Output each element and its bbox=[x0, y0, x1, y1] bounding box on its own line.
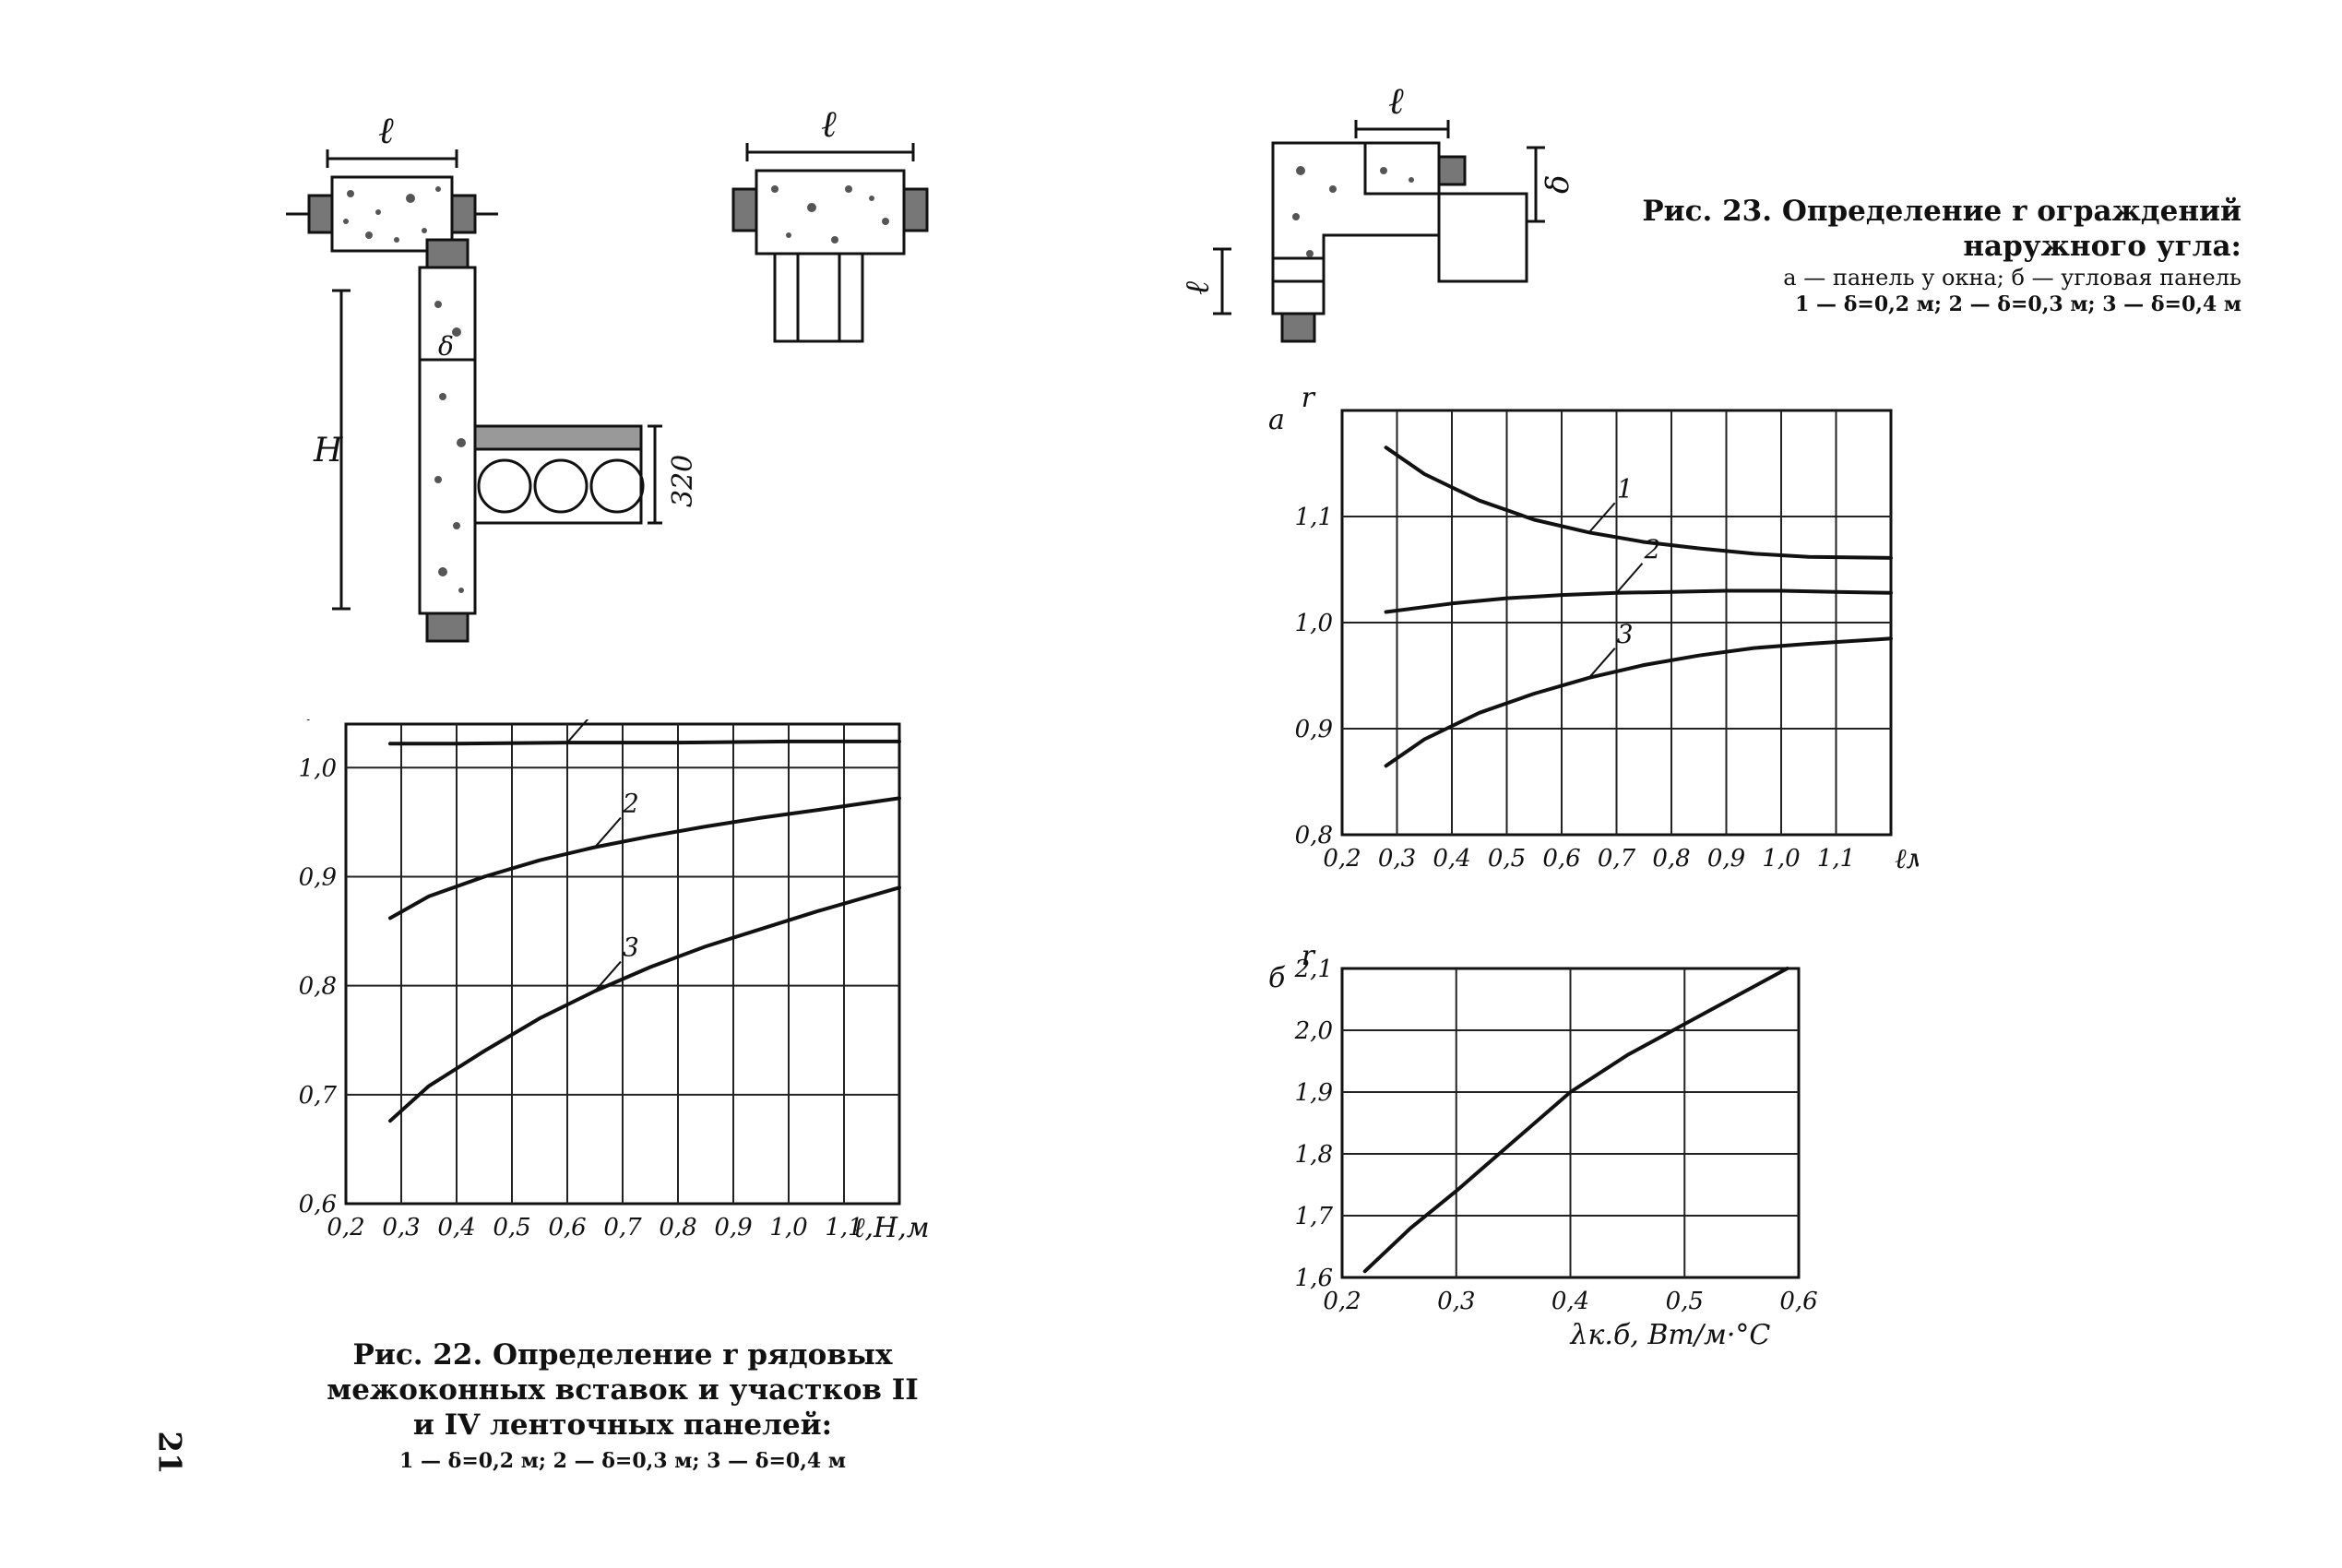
fig23b-y-tick-label: 1,6 bbox=[1295, 1265, 1333, 1292]
window-panel-drawing bbox=[731, 143, 929, 343]
fig23b-y-axis-label: r bbox=[1302, 945, 1316, 972]
fig22-leader-1 bbox=[566, 719, 589, 743]
fig23a-y-tick-label: 0,9 bbox=[1295, 716, 1333, 743]
fig23a-x-tick-label: 1,1 bbox=[1817, 845, 1855, 873]
fig22-series-2 bbox=[388, 796, 901, 921]
fig22-x-tick-label: 0,6 bbox=[548, 1214, 586, 1241]
fig22-y-axis-label: r bbox=[305, 719, 320, 728]
fig23-drawing: ℓ ℓ δ bbox=[1179, 88, 1576, 343]
fig23b-y-tick-label: 2,0 bbox=[1294, 1017, 1333, 1045]
fig23b-x-tick-label: 0,6 bbox=[1779, 1288, 1817, 1315]
fig23a-x-tick-label: 0,6 bbox=[1542, 845, 1580, 873]
fig23a-curve-label-1: 1 bbox=[1617, 473, 1634, 504]
slab-height-label: 320 bbox=[667, 455, 699, 507]
fig23a-leader-1 bbox=[1587, 502, 1616, 533]
fig23-length-label-side: ℓ bbox=[1179, 281, 1217, 295]
fig23a-chart: 0,2 0,3 0,4 0,5 0,6 0,7 0,8 0,9 1,0 1,1 0,8 0,9 1,0 1… bbox=[1268, 392, 1919, 875]
fig23b-y-tick-label: 2,1 bbox=[1294, 956, 1333, 983]
fig23a-leader-2 bbox=[1615, 563, 1644, 594]
fig23a-panel-label: а bbox=[1268, 404, 1285, 436]
fig22-x-tick-label: 0,3 bbox=[382, 1214, 420, 1241]
fig23b-y-tick-label: 1,8 bbox=[1295, 1141, 1333, 1169]
fig22-length-label-right: ℓ bbox=[821, 103, 837, 146]
fig22-x-tick-label: 0,9 bbox=[714, 1214, 752, 1241]
fig23b-panel-label: б bbox=[1268, 962, 1286, 994]
fig23a-x-tick-label: 1,0 bbox=[1762, 845, 1800, 873]
fig23a-x-tick-label: 0,7 bbox=[1598, 845, 1636, 873]
fig22-series-3 bbox=[388, 885, 901, 1123]
fig23-caption: Рис. 23. Определение r ограждений наружн… bbox=[1633, 194, 2241, 317]
fig23b-x-tick-label: 0,5 bbox=[1666, 1288, 1704, 1315]
fig23a-y-tick-label: 0,8 bbox=[1295, 822, 1333, 849]
fig22-curve-label-3: 3 bbox=[623, 932, 639, 963]
fig22-caption: Рис. 22. Определение r рядовых межоконны… bbox=[318, 1337, 927, 1474]
insert-panel-drawing bbox=[286, 149, 498, 253]
fig23a-x-tick-label: 0,4 bbox=[1433, 845, 1470, 873]
wall-thickness-label: δ bbox=[438, 331, 454, 362]
fig23a-x-tick-label: 0,5 bbox=[1488, 845, 1526, 873]
wall-slab-drawing bbox=[332, 238, 662, 643]
fig22-y-tick-label: 0,9 bbox=[299, 863, 337, 891]
fig22-y-tick-label: 0,7 bbox=[299, 1082, 338, 1110]
fig23b-x-axis-label: λк.б, Вт/м·°С bbox=[1570, 1319, 1771, 1351]
fig22-x-tick-label: 1,0 bbox=[769, 1214, 807, 1241]
wall-height-label: H bbox=[313, 432, 343, 469]
fig23b-y-tick-label: 1,7 bbox=[1295, 1203, 1334, 1230]
fig23a-curve-label-2: 2 bbox=[1644, 534, 1661, 564]
fig22-x-tick-label: 0,5 bbox=[493, 1214, 530, 1241]
fig23-length-label-top: ℓ bbox=[1388, 88, 1404, 123]
fig23a-series-3 bbox=[1384, 636, 1893, 768]
fig23a-x-tick-label: 0,8 bbox=[1652, 845, 1690, 873]
fig22-y-tick-label: 0,8 bbox=[299, 973, 337, 1001]
fig23a-x-tick-label: 0,9 bbox=[1707, 845, 1745, 873]
fig22-drawings: ℓ ℓ H δ 320 bbox=[286, 103, 929, 643]
fig22-caption-legend: 1 — δ=0,2 м; 2 — δ=0,3 м; 3 — δ=0,4 м bbox=[399, 1449, 846, 1473]
fig23-caption-legend: 1 — δ=0,2 м; 2 — δ=0,3 м; 3 — δ=0,4 м bbox=[1795, 292, 2241, 316]
fig22-chart: 0,2 0,3 0,4 0,5 0,6 0,7 0,8 0,9 1,0 1,1 0,6 0,7 0,8 0… bbox=[299, 719, 930, 1244]
fig23b-x-tick-label: 0,3 bbox=[1437, 1288, 1475, 1315]
fig23a-y-tick-label: 1,0 bbox=[1295, 610, 1333, 637]
fig23b-x-tick-label: 0,4 bbox=[1551, 1288, 1589, 1315]
fig22-x-tick-label: 0,2 bbox=[327, 1214, 364, 1241]
fig23a-y-tick-label: 1,1 bbox=[1295, 504, 1333, 531]
fig23-caption-sub: а — панель у окна; б — угловая панель bbox=[1783, 265, 2241, 291]
fig23b-y-tick-label: 1,9 bbox=[1295, 1079, 1333, 1107]
fig22-caption-title: Рис. 22. Определение r рядовых межоконны… bbox=[327, 1338, 919, 1442]
corner-panel-drawing bbox=[1213, 120, 1545, 343]
fig22-x-tick-label: 1,1 bbox=[825, 1214, 862, 1241]
fig23-thickness-label: δ bbox=[1540, 175, 1576, 194]
fig22-y-tick-label: 1,0 bbox=[299, 754, 337, 782]
fig22-curve-label-2: 2 bbox=[622, 789, 639, 819]
fig22-y-tick-label: 0,6 bbox=[299, 1191, 337, 1218]
fig22-leader-2 bbox=[594, 816, 622, 849]
page-number: 21 bbox=[150, 1431, 188, 1475]
fig23a-x-tick-label: 0,2 bbox=[1323, 845, 1361, 873]
fig22-x-axis-label: ℓ,Н,м bbox=[853, 1212, 930, 1244]
fig22-leader-3 bbox=[594, 960, 622, 992]
fig23a-curve-label-3: 3 bbox=[1617, 619, 1634, 649]
fig23a-y-axis-label: r bbox=[1302, 392, 1316, 414]
fig23b-series-curve bbox=[1362, 967, 1789, 1274]
fig23a-leader-3 bbox=[1587, 647, 1616, 679]
fig23b-x-tick-label: 0,2 bbox=[1323, 1288, 1361, 1315]
fig23a-x-axis-label: ℓм bbox=[1895, 843, 1919, 875]
fig22-x-tick-label: 0,7 bbox=[603, 1214, 642, 1241]
fig22-length-label-left: ℓ bbox=[378, 110, 394, 152]
fig22-series-1 bbox=[388, 739, 901, 746]
fig23-caption-title: Рис. 23. Определение r ограждений наружн… bbox=[1642, 195, 2241, 263]
fig22-x-tick-label: 0,8 bbox=[659, 1214, 696, 1241]
fig23b-chart: 0,2 0,3 0,4 0,5 0,6 1,6 1,7 1,8 1,9 2,0 2,1r λк.б, … bbox=[1268, 945, 1818, 1351]
fig23a-series-2 bbox=[1384, 588, 1893, 614]
fig23a-x-tick-label: 0,3 bbox=[1378, 845, 1416, 873]
fig22-x-tick-label: 0,4 bbox=[437, 1214, 475, 1241]
fig23a-series-1 bbox=[1384, 445, 1893, 560]
